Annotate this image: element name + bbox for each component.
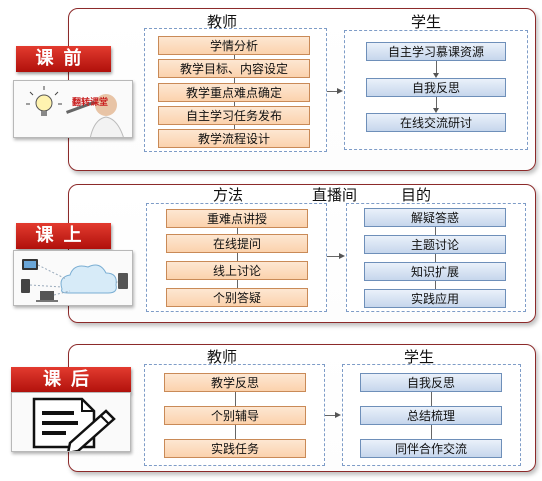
post-class-student-item: 同伴合作交流 [360,439,502,458]
in-class-flow-line [327,256,340,257]
post-class-student-header: 学生 [404,348,435,366]
flipped-classroom-label: 翻转课堂 [72,98,109,108]
arrow-down-icon [433,73,439,78]
post-class-teacher-header: 教师 [207,348,238,366]
post-class-teacher-item: 个别辅导 [164,406,306,425]
lightbulb-presenter-icon [14,81,132,137]
pre-class-teacher-item: 教学目标、内容设定 [158,59,310,78]
pre-class-teacher-item: 教学重点难点确定 [158,83,310,102]
post-class-teacher-item: 实践任务 [164,439,306,458]
arrow-down-icon [433,108,439,113]
post-class-student-item: 自我反思 [360,373,502,392]
in-class-method-header: 方法 [213,186,244,204]
in-class-method-item: 线上讨论 [166,261,308,280]
pre-class-tag: 课前 [16,46,111,72]
in-class-method-item: 在线提问 [166,234,308,253]
pre-class-thumbnail: 翻转课堂 [13,80,133,138]
in-class-method-item: 个别答疑 [166,288,308,307]
pre-class-student-item: 自我反思 [366,78,506,97]
in-class-thumbnail [13,250,133,306]
pre-class-flow-arrow-icon [337,88,343,94]
cloud-devices-icon [14,251,132,305]
in-class-purpose-item: 实践应用 [364,289,506,308]
post-class-thumbnail [11,392,131,452]
in-class-flow-arrow-icon [339,253,345,259]
post-class-student-item: 总结梳理 [360,406,502,425]
post-class-tag: 课后 [11,367,131,393]
post-class-flow-line [325,415,336,416]
pre-class-teacher-item: 教学流程设计 [158,129,310,148]
in-class-purpose-header: 目的 [401,186,432,204]
pre-class-teacher-item: 学情分析 [158,36,310,55]
pre-class-student-header: 学生 [411,13,442,31]
in-class-purpose-item: 主题讨论 [364,235,506,254]
pre-class-student-item: 在线交流研讨 [366,113,506,132]
in-class-purpose-item: 知识扩展 [364,262,506,281]
document-pen-icon [12,393,130,451]
pre-class-teacher-item: 自主学习任务发布 [158,106,310,125]
post-class-teacher-item: 教学反思 [164,373,306,392]
in-class-tag: 课上 [16,223,111,249]
post-class-flow-arrow-icon [335,412,341,418]
in-class-live-room-header: 直播间 [312,186,358,204]
pre-class-teacher-header: 教师 [207,13,238,31]
pre-class-flow-line [327,91,338,92]
in-class-method-item: 重难点讲授 [166,209,308,228]
pre-class-student-item: 自主学习慕课资源 [366,42,506,61]
in-class-purpose-item: 解疑答惑 [364,208,506,227]
